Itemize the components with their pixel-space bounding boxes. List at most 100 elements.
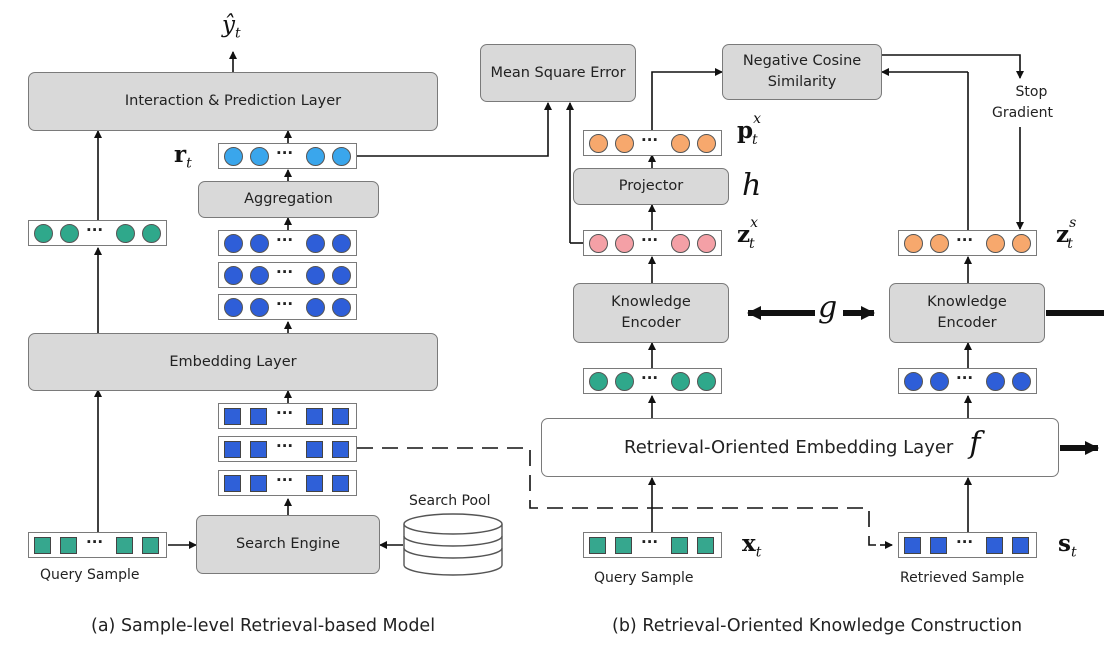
embedding-dot	[332, 297, 351, 317]
query-sample-label-right: Query Sample	[594, 570, 694, 586]
embedding-dot	[671, 133, 690, 153]
embedding-dot	[930, 371, 949, 391]
embedding-dot	[250, 146, 269, 166]
feature-square	[697, 536, 714, 554]
search-engine-box: Search Engine	[196, 515, 380, 574]
feature-square	[60, 536, 77, 554]
embedding-dot	[1012, 371, 1031, 391]
ellipsis: ···	[641, 131, 659, 149]
retrieval-embedding-label: Retrieval-Oriented Embedding Layer	[624, 437, 954, 458]
negative-cosine-label-line2: Similarity	[767, 74, 837, 90]
caption-left: (a) Sample-level Retrieval-based Model	[91, 616, 436, 636]
embedding-dot	[930, 233, 949, 253]
arrow-cos-to-stop	[882, 54, 1024, 79]
p-x-t-label: pxt	[737, 111, 761, 148]
feature-square	[116, 536, 133, 554]
vector-blue-3: ···	[218, 294, 357, 320]
caption-right: (b) Retrieval-Oriented Knowledge Constru…	[612, 616, 1023, 636]
embedding-dot	[224, 297, 243, 317]
feature-square	[224, 407, 241, 425]
feature-square	[224, 474, 241, 492]
knowledge-encoder-right: Knowledge Encoder	[889, 283, 1045, 343]
feature-square	[306, 440, 323, 458]
embedding-dot	[697, 233, 716, 253]
ellipsis: ···	[276, 295, 294, 313]
ellipsis: ···	[276, 231, 294, 249]
stop-gradient-line2: Gradient	[992, 105, 1053, 121]
vector-blue-2: ···	[218, 262, 357, 288]
feature-square	[986, 536, 1003, 554]
feature-square	[332, 474, 349, 492]
embedding-dot	[306, 233, 325, 253]
aggregation-box: Aggregation	[198, 181, 379, 218]
stop-gradient-line1: Stop	[1015, 84, 1048, 100]
feature-square	[1012, 536, 1029, 554]
embedding-dot	[306, 297, 325, 317]
embedding-dot	[250, 265, 269, 285]
embedding-dot	[697, 371, 716, 391]
arrow-p-to-cos	[651, 68, 723, 132]
search-pool-label: Search Pool	[409, 493, 491, 509]
feature-square	[930, 536, 947, 554]
feature-square	[224, 440, 241, 458]
feature-square	[904, 536, 921, 554]
embedding-dot	[250, 233, 269, 253]
vector-query-left: ···	[28, 532, 167, 558]
vector-square-1: ···	[218, 403, 357, 429]
mse-box: Mean Square Error	[480, 44, 636, 102]
knowledge-encoder-left-line1: Knowledge	[611, 294, 691, 310]
embedding-dot	[306, 265, 325, 285]
r-t-label: rt	[174, 141, 192, 172]
embedding-dot	[671, 233, 690, 253]
embedding-dot	[306, 146, 325, 166]
arrow-r-to-mse	[357, 102, 552, 157]
vector-square-2: ···	[218, 436, 357, 462]
projector-box: Projector	[573, 168, 729, 205]
embedding-dot	[116, 223, 135, 243]
embedding-dot	[332, 265, 351, 285]
feature-square	[332, 440, 349, 458]
feature-square	[306, 407, 323, 425]
embedding-dot	[224, 146, 243, 166]
embedding-dot	[589, 233, 608, 253]
feature-square	[306, 474, 323, 492]
embedding-dot	[986, 371, 1005, 391]
stop-gradient-label: Stop Gradient	[992, 82, 1053, 124]
ellipsis: ···	[276, 471, 294, 489]
vector-z-s-t: ···	[898, 230, 1037, 256]
ellipsis: ···	[276, 144, 294, 162]
embedding-dot	[671, 371, 690, 391]
ellipsis: ···	[956, 231, 974, 249]
embedding-dot	[904, 233, 923, 253]
negative-cosine-label-line1: Negative Cosine	[742, 53, 862, 69]
vector-z-x-t: ···	[583, 230, 722, 256]
embedding-dot	[904, 371, 923, 391]
embedding-dot	[142, 223, 161, 243]
embedding-dot	[332, 233, 351, 253]
embedding-dot	[60, 223, 79, 243]
z-x-t-label: zxt	[737, 215, 758, 252]
feature-square	[142, 536, 159, 554]
knowledge-encoder-left-line2: Encoder	[621, 315, 681, 331]
embedding-dot	[589, 371, 608, 391]
feature-square	[250, 474, 267, 492]
search-pool-cylinder-icon	[403, 513, 503, 576]
z-s-t-label: zst	[1056, 215, 1077, 252]
h-label: h	[742, 168, 762, 203]
knowledge-encoder-right-line1: Knowledge	[927, 294, 1007, 310]
embedding-dot	[697, 133, 716, 153]
feature-square	[615, 536, 632, 554]
search-engine-label: Search Engine	[235, 536, 341, 552]
vector-teal-right: ···	[583, 368, 722, 394]
feature-square	[332, 407, 349, 425]
embedding-dot	[34, 223, 53, 243]
vector-retrieved: ···	[898, 532, 1037, 558]
feature-square	[34, 536, 51, 554]
ellipsis: ···	[276, 437, 294, 455]
feature-square	[250, 440, 267, 458]
retrieval-oriented-embedding-layer: Retrieval-Oriented Embedding Layer f	[541, 418, 1059, 477]
vector-query-right: ···	[583, 532, 722, 558]
embedding-layer-label: Embedding Layer	[169, 353, 297, 370]
embedding-dot	[332, 146, 351, 166]
